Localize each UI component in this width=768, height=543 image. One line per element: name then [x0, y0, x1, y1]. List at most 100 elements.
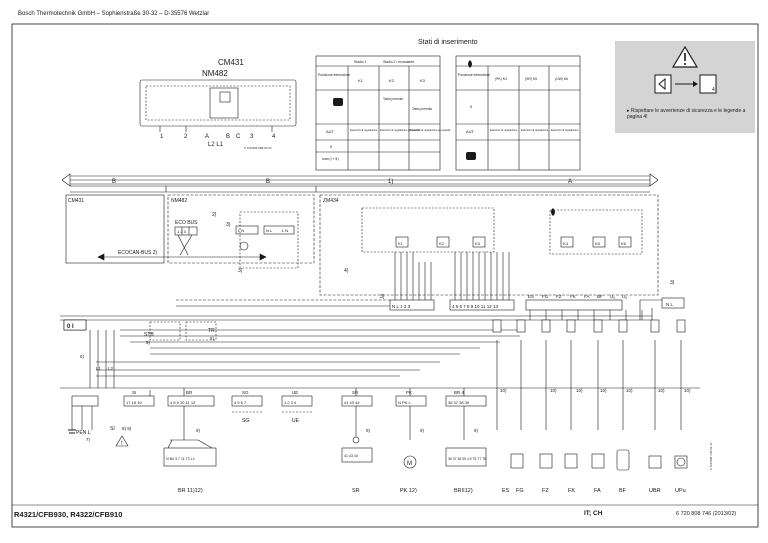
- book-manual-icon: 4: [654, 74, 717, 94]
- l2-label: L2: [108, 366, 114, 371]
- t2-cell-1: Esercizio di regolazione: [521, 128, 549, 132]
- t1-cell-2: Esercizio di regolazione: [350, 128, 378, 132]
- block-pk-terms: N PK L: [398, 400, 411, 405]
- burner-terms: N B4 3 7 11 T2 L1: [166, 457, 195, 461]
- t2-cell-0: Esercizio di regolazione: [490, 128, 518, 132]
- t1-row-aut: AUT: [326, 129, 335, 134]
- bottom-sr: SR: [352, 488, 360, 494]
- warning-triangle-icon: !: [115, 435, 129, 447]
- bottom-es: ES: [502, 488, 510, 494]
- bottom-upu: UPu: [675, 488, 686, 494]
- ground-icon: [68, 429, 76, 434]
- t1-cell-3: Esercizio di regolazione più piccolo: [380, 128, 421, 132]
- fuse-note: 6): [80, 354, 85, 359]
- t2-cell-2: Esercizio di regolazione: [551, 128, 579, 132]
- terminal-3: 3: [250, 134, 254, 140]
- zone-note-1: 1): [388, 179, 393, 185]
- sr-component-terms: 41 43 44: [344, 454, 358, 458]
- note-10b: 10): [550, 388, 557, 393]
- module-cm431: CM431: [68, 198, 84, 204]
- ecocan-label: ECOCAN-BUS 2): [118, 250, 158, 256]
- block-ue-id: UE: [292, 390, 298, 395]
- side-code: 6 720 808 746-01.1T: [709, 442, 713, 470]
- t1-col-0: Posizione interruttore: [318, 73, 350, 77]
- block-sg-terms: 4 5 6 7: [234, 400, 247, 405]
- nm482-ln-2: N L: [266, 228, 273, 233]
- svg-text:!: !: [121, 441, 123, 447]
- t1-k1: K1: [358, 78, 364, 83]
- warning-graphics: 4: [654, 45, 717, 94]
- relay-group: [395, 236, 632, 248]
- sensor-h-fk: FK: [570, 294, 576, 299]
- t1-col-1: Stadio 1: [354, 60, 367, 64]
- sensor-h-fg: FG: [542, 294, 549, 299]
- terminal-b: B: [226, 134, 230, 140]
- t2-col-2: (SR) K5: [525, 77, 537, 81]
- main-switch-label: 0 I: [67, 324, 74, 330]
- footer-model: R4321/CFB930, R4322/CFB910: [14, 510, 123, 519]
- t1-cell-0: Tasto premuto: [383, 97, 403, 101]
- block-pk-id: PK: [406, 390, 412, 395]
- note-9c: 9): [420, 428, 425, 433]
- note-10f: 10): [658, 388, 665, 393]
- terminal-a: A: [205, 134, 209, 140]
- note-10a: 10): [500, 388, 507, 393]
- terminal-c: C: [236, 134, 241, 140]
- warning-text: ▸ Rispettare le avvertenze di sicurezza …: [627, 108, 746, 120]
- block-br-id: BR: [186, 390, 193, 395]
- block-sr-id: SR: [352, 390, 359, 395]
- terminal-strip-b: 4 5 6 7 8 9 10 11 12 13: [452, 304, 498, 309]
- note-4: 4): [344, 268, 349, 274]
- warning-page-ref: 4: [712, 87, 715, 93]
- zone-b-left: B: [112, 179, 116, 185]
- t1-cell-4: Esercizio di regolazione più grande: [410, 128, 451, 132]
- nm482-label: NM482: [202, 69, 228, 78]
- svg-text:M: M: [407, 461, 412, 467]
- warning-panel: 4: [615, 41, 755, 133]
- module-zm434: ZM434: [323, 198, 339, 204]
- note-9d: 9): [474, 428, 479, 433]
- l1-label: L1: [96, 366, 102, 371]
- si-note: 8) 9): [122, 426, 132, 431]
- t1-cell-1: Tasto premuto: [412, 107, 432, 111]
- block-si-id: SI: [132, 390, 136, 395]
- sensor-h-ua2: Uₐ: [622, 294, 627, 299]
- relay-k3: K3: [475, 241, 481, 246]
- terminal-1: 1: [160, 134, 164, 140]
- note-10c: 10): [576, 388, 583, 393]
- hand-icon: [333, 98, 476, 160]
- zone-a: A: [568, 179, 572, 185]
- note-10g: 10): [684, 388, 691, 393]
- block-ue-under: UE: [292, 418, 300, 424]
- si-label: SI: [110, 426, 115, 432]
- t1-k3: K3: [420, 78, 426, 83]
- footer-region: IT; CH: [584, 510, 603, 517]
- note-9a: 9): [196, 428, 201, 433]
- small-part-no: 6 720 803 068-03.1T: [244, 146, 272, 150]
- bottom-fa: FA: [594, 488, 601, 494]
- block-sg-id: SG: [242, 390, 249, 395]
- bottom-ubr: UBR: [649, 488, 661, 494]
- block-sg-under: SG: [242, 418, 249, 424]
- block-ue-terms: 1 2 3 4: [284, 400, 297, 405]
- nm482-ln-3: L N: [282, 228, 288, 233]
- t2-col-0: Posizione interruttore: [458, 73, 490, 77]
- block-sr-terms: 41 43 44: [344, 400, 360, 405]
- block-br2-terms: 36 37 38 39: [448, 400, 470, 405]
- pen-note: 7): [86, 437, 91, 442]
- note-9b: 9): [366, 428, 371, 433]
- burner2-terms: 36 37 38 39 4 5 T6 T7 T8: [448, 457, 486, 461]
- stati-title: Stati di inserimento: [418, 39, 478, 46]
- note-10d: 10): [600, 388, 607, 393]
- sensor-h-es: ES: [528, 294, 534, 299]
- sensor-tail: N L: [666, 302, 674, 307]
- flame-icon: [468, 60, 555, 216]
- sensor-h-ua1: Uₐ: [610, 294, 615, 299]
- eco-bus-label: ECO BUS: [175, 220, 198, 226]
- eco-bus-terms: 1 2 3: [177, 229, 187, 234]
- stb-note: 5): [146, 340, 151, 345]
- t2-col-3: (UW) K6: [555, 77, 568, 81]
- bottom-fz: FZ: [542, 488, 549, 494]
- relay-k1: K1: [398, 241, 404, 246]
